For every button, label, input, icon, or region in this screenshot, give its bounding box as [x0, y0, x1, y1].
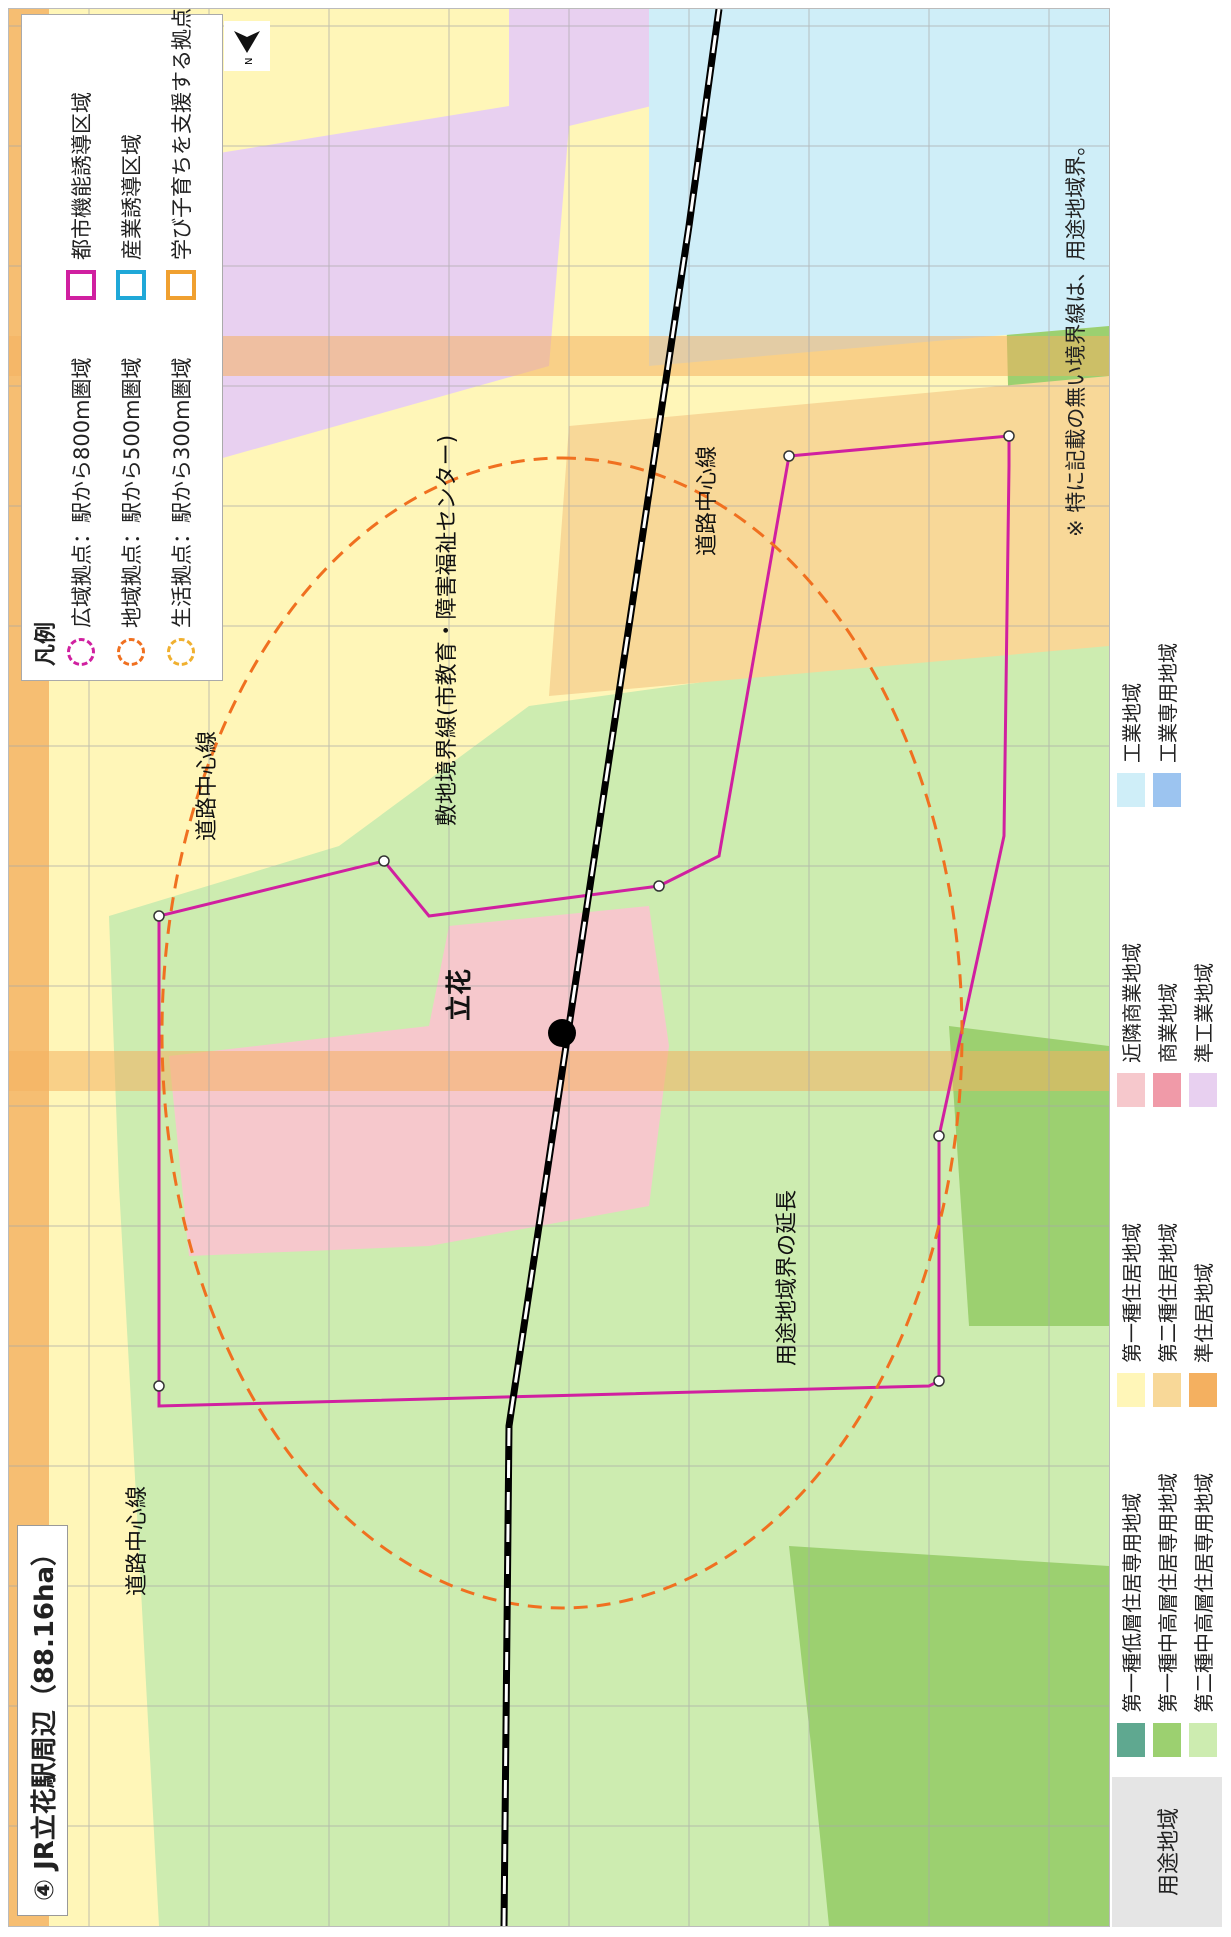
- zone-color-swatch-icon: [1188, 1073, 1217, 1107]
- zoning-legend-item: 近隣商業地域: [1116, 943, 1145, 1107]
- zone-color-swatch-icon: [1116, 1073, 1145, 1107]
- zoning-legend-item: 準工業地域: [1188, 963, 1217, 1107]
- dashed-circle-icon: [117, 638, 145, 666]
- zoning-map: [9, 9, 1109, 1926]
- north-arrow-icon: N: [224, 21, 270, 71]
- zone-first-mid-high-residential: [789, 1546, 1109, 1926]
- zoning-legend-item: 工業専用地域: [1152, 643, 1181, 807]
- zoning-legend-item: 準住居地域: [1188, 1263, 1217, 1407]
- zoning-legend-label: 準住居地域: [1192, 1263, 1216, 1363]
- road-center-label-1: 道路中心線: [125, 1485, 150, 1596]
- zone-color-swatch-icon: [1188, 1373, 1217, 1407]
- road-center-label-2: 道路中心線: [195, 730, 220, 841]
- svg-text:N: N: [244, 58, 255, 65]
- zone-color-swatch-icon: [1152, 773, 1181, 807]
- zoning-legend-item: 第二種中高層住居専用地域: [1188, 1473, 1217, 1757]
- page-title: ④ JR立花駅周辺（88.16ha）: [17, 1524, 68, 1916]
- dashed-circle-icon: [67, 638, 95, 666]
- map-legend: 凡例 広域拠点：駅から800m圏域 地域拠点：駅から500m圏域 生活拠点：駅か…: [21, 8, 223, 681]
- zoning-legend-item: 第一種中高層住居専用地域: [1152, 1473, 1181, 1757]
- legend-heading: 凡例: [34, 621, 59, 666]
- zone-industrial: [649, 9, 1109, 366]
- zoning-legend-label: 近隣商業地域: [1120, 943, 1144, 1063]
- zoning-legend-item: 工業地域: [1116, 683, 1145, 807]
- zoning-legend-item: 第二種住居地域: [1152, 1223, 1181, 1407]
- zone-first-mid-high-residential-2: [949, 1026, 1109, 1326]
- zoning-legend-label: 準工業地域: [1192, 963, 1216, 1063]
- boundary-nodes: [153, 430, 1015, 1392]
- zone-color-swatch-icon: [1152, 1373, 1181, 1407]
- road-center-label-3: 道路中心線: [695, 445, 720, 556]
- zone-extension-label: 用途地域界の延長: [775, 1189, 800, 1366]
- zone-color-swatch-icon: [1116, 1723, 1145, 1757]
- zoning-legend-item: 第一種低層住居専用地域: [1116, 1493, 1145, 1757]
- zoning-legend-label: 第二種中高層住居専用地域: [1192, 1473, 1216, 1713]
- zoning-legend-label: 工業専用地域: [1156, 643, 1180, 763]
- zone-color-swatch-icon: [1116, 773, 1145, 807]
- zoning-legend-label: 第一種低層住居専用地域: [1120, 1493, 1144, 1713]
- legend-item-living-hub: 生活拠点：駅から300m圏域: [166, 357, 196, 666]
- zone-quasi-residential-band-3: [9, 336, 1109, 376]
- legend-item-wide-hub: 広域拠点：駅から800m圏域: [66, 357, 96, 666]
- radius-500m-circle: [160, 456, 964, 1610]
- legend-item-industry: 産業誘導区域: [116, 134, 146, 300]
- map-area[interactable]: 立花 道路中心線 道路中心線 道路中心線 敷地境界線(市教育・障害福祉センター)…: [8, 8, 1110, 1927]
- legend-item-urban-function: 都市機能誘導区域: [66, 92, 96, 300]
- zoning-legend-heading: 用途地域: [1112, 1777, 1222, 1927]
- legend-item-learning: 学び子育ちを支援する拠点: [166, 8, 196, 300]
- zoning-legend: 用途地域 第一種低層住居専用地域第一種中高層住居専用地域第二種中高層住居専用地域…: [1112, 10, 1222, 1927]
- zoning-legend-item: 商業地域: [1152, 983, 1181, 1107]
- station-name-label: 立花: [445, 968, 475, 1021]
- zoning-legend-label: 第一種中高層住居専用地域: [1156, 1473, 1180, 1713]
- urban-function-boundary: [157, 434, 1011, 1408]
- zoning-legend-item: 第一種住居地域: [1116, 1223, 1145, 1407]
- legend-item-regional-hub: 地域拠点：駅から500m圏域: [116, 357, 146, 666]
- zoning-legend-label: 第二種住居地域: [1156, 1223, 1180, 1363]
- site-boundary-label: 敷地境界線(市教育・障害福祉センター): [435, 434, 460, 826]
- square-outline-icon: [66, 270, 96, 300]
- square-outline-icon: [166, 270, 196, 300]
- tachibana-station-marker: [548, 1019, 576, 1047]
- dashed-circle-icon: [167, 638, 195, 666]
- zoning-legend-label: 工業地域: [1120, 683, 1144, 763]
- zone-color-swatch-icon: [1116, 1373, 1145, 1407]
- zoning-legend-label: 第一種住居地域: [1120, 1223, 1144, 1363]
- zone-second-residential: [549, 376, 1109, 696]
- zone-color-swatch-icon: [1152, 1073, 1181, 1107]
- square-outline-icon: [116, 270, 146, 300]
- street-grid: [9, 9, 1109, 1926]
- zone-color-swatch-icon: [1188, 1723, 1217, 1757]
- zone-color-swatch-icon: [1152, 1723, 1181, 1757]
- zoning-legend-label: 商業地域: [1156, 983, 1180, 1063]
- boundary-note: ※ 特に記載の無い境界線は、用途地域界。: [1064, 134, 1088, 537]
